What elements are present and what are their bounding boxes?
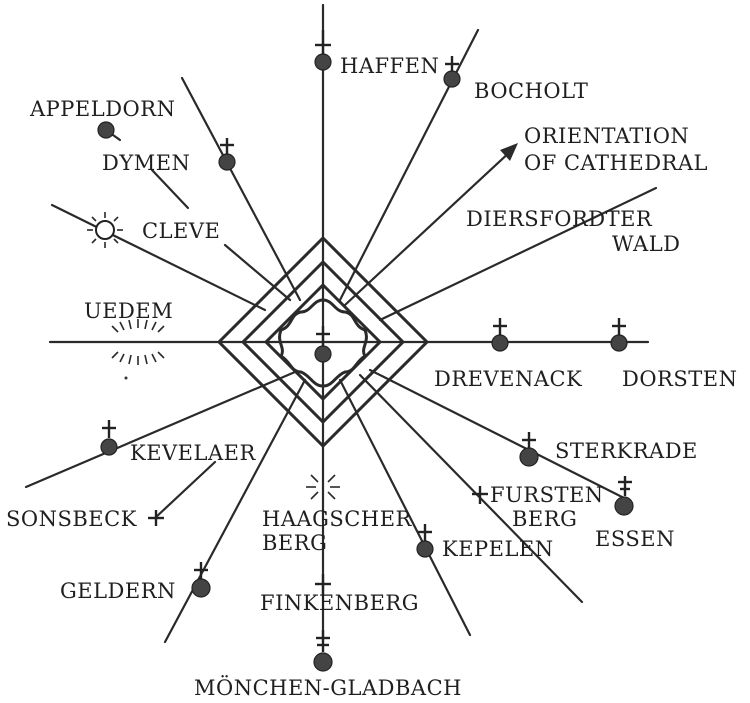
marker-bocholt: [443, 56, 461, 88]
marker-appeldorn: [97, 121, 115, 139]
label-uedem: UEDEM: [84, 299, 173, 323]
line-diersfordter: [378, 186, 658, 322]
label-appeldorn: APPELDORN: [29, 97, 175, 121]
marker-dorsten: [610, 318, 628, 352]
marker-haffen: [314, 30, 332, 71]
label-haagscher-line1: HAAGSCHER: [262, 507, 413, 531]
label-dorsten: DORSTEN: [622, 367, 737, 391]
label-haffen: HAFFEN: [340, 54, 439, 78]
label-diersfordter-line1: DIERSFORDTER: [466, 207, 653, 231]
label-haagscher-line2: BERG: [262, 531, 327, 555]
marker-sonsbeck: [148, 510, 164, 526]
inner-diamond: [263, 282, 383, 402]
orientation-arrow: [343, 143, 518, 307]
label-dymen: DYMEN: [102, 151, 190, 175]
line-cleve: [50, 203, 267, 312]
orientation-arrow-head: [500, 143, 518, 161]
label-fursten-line2: BERG: [512, 507, 577, 531]
central-rosette: [278, 298, 368, 388]
line-kepelen: [338, 378, 472, 637]
label-bocholt: BOCHOLT: [474, 79, 588, 103]
line-dymen-short: [150, 168, 190, 210]
marker-essen: [614, 476, 634, 516]
line-sonsbeck: [153, 460, 217, 520]
label-orientation-line2: OF CATHEDRAL: [524, 151, 708, 175]
label-finkenberg: FINKENBERG: [260, 591, 419, 615]
label-sterkrade: STERKRADE: [555, 439, 698, 463]
line-geldern: [163, 378, 307, 644]
orientation-arrow-shaft: [343, 148, 514, 307]
label-fursten-line1: FURSTEN: [490, 483, 604, 507]
line-kevelaer: [24, 370, 297, 489]
marker-geldern: [191, 562, 211, 598]
place-markers: [97, 30, 634, 672]
marker-drevenack: [491, 318, 509, 352]
marker-sterkrade: [519, 432, 539, 467]
marker-fursten: [472, 486, 488, 504]
label-essen: ESSEN: [595, 527, 675, 551]
marker-kevelaer: [100, 420, 118, 456]
sun-haagscher-icon: [306, 470, 340, 504]
marker-dymen: [218, 138, 236, 171]
label-kevelaer: KEVELAER: [130, 441, 256, 465]
line-sterkrade: [368, 368, 630, 502]
middle-diamond: [240, 259, 406, 425]
label-geldern: GELDERN: [60, 579, 176, 603]
marker-finkenberg: [315, 574, 331, 596]
marker-center: [314, 326, 332, 363]
marker-kepelen: [416, 524, 434, 558]
line-cleve-inner: [223, 243, 292, 302]
sun-cleve-icon: [87, 212, 123, 248]
marker-monchengladbach: [313, 630, 333, 672]
label-orientation-line1: ORIENTATION: [524, 124, 689, 148]
outer-diamond: [216, 235, 430, 449]
label-cleve: CLEVE: [142, 219, 220, 243]
label-drevenack: DREVENACK: [434, 367, 582, 391]
line-dymen: [180, 76, 302, 302]
place-labels: HAFFEN BOCHOLT APPELDORN DYMEN ORIENTATI…: [6, 54, 737, 700]
label-sonsbeck: SONSBECK: [6, 507, 137, 531]
cathedral-ground-plan: [216, 235, 430, 449]
label-kepelen: KEPELEN: [442, 537, 554, 561]
radial-lines: [24, 3, 658, 644]
line-fursten: [358, 373, 584, 604]
label-monchengladbach: MÖNCHEN-GLADBACH: [194, 675, 462, 700]
label-diersfordter-line2: WALD: [612, 232, 681, 256]
sun-uedem-icon: [111, 319, 165, 380]
